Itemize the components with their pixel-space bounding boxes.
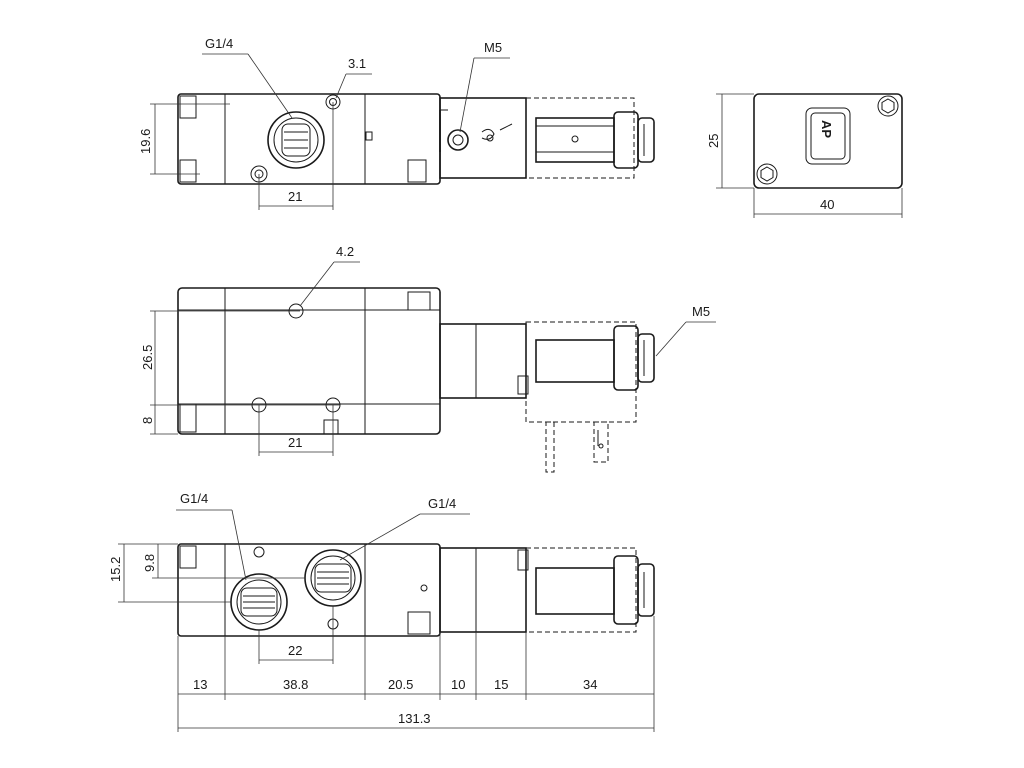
top-screw-label: M5 <box>484 40 502 55</box>
top-port-label: G1/4 <box>205 36 233 51</box>
front-view: 15.2 9.8 22 G1/4 G1/4 <box>108 491 655 664</box>
side-screw-label: M5 <box>692 304 710 319</box>
side-height-dim: 26.5 <box>140 345 155 370</box>
side-hole-spacing-dim: 21 <box>288 435 302 450</box>
end-height-dim: 25 <box>706 134 721 148</box>
connector-pin-right <box>593 421 609 463</box>
seg-dim-3: 20.5 <box>388 677 413 692</box>
top-m5-screw <box>447 129 469 151</box>
top-height-dim: 19.6 <box>138 129 153 154</box>
front-dim-15-2: 15.2 <box>108 557 123 582</box>
top-hole-spacing-dim: 21 <box>288 189 302 204</box>
seg-dim-5: 15 <box>494 677 508 692</box>
front-port-label-left: G1/4 <box>180 491 208 506</box>
front-coil-outline <box>525 547 637 633</box>
top-hole-label: 3.1 <box>348 56 366 71</box>
side-hole-label: 4.2 <box>336 244 354 259</box>
side-view: 26.5 8 21 4.2 M5 <box>140 244 716 473</box>
top-view: 19.6 21 G1/4 3.1 M5 <box>138 36 655 210</box>
connector-pin-left <box>545 421 555 473</box>
end-face <box>753 93 903 189</box>
front-valve-body <box>177 543 441 637</box>
side-offset-dim: 8 <box>140 417 155 424</box>
end-width-dim: 40 <box>820 197 834 212</box>
side-coil-outline <box>525 321 637 423</box>
top-valve-body <box>177 93 441 185</box>
top-port <box>267 111 325 169</box>
front-dim-9-8: 9.8 <box>142 554 157 572</box>
seg-dim-1: 13 <box>193 677 207 692</box>
ap-logo-text: AP <box>819 120 834 138</box>
length-dimensions: 13 38.8 20.5 10 15 34 131.3 <box>177 616 655 732</box>
front-port-right <box>304 549 362 607</box>
seg-dim-6: 34 <box>583 677 597 692</box>
ap-logo <box>805 107 851 165</box>
front-port-label-right: G1/4 <box>428 496 456 511</box>
total-length-dim: 131.3 <box>398 711 431 726</box>
top-coil-outline <box>525 97 635 179</box>
front-port-left <box>230 573 288 631</box>
seg-dim-2: 38.8 <box>283 677 308 692</box>
end-view: AP 25 40 <box>706 93 903 218</box>
front-port-spacing-dim: 22 <box>288 643 302 658</box>
seg-dim-4: 10 <box>451 677 465 692</box>
